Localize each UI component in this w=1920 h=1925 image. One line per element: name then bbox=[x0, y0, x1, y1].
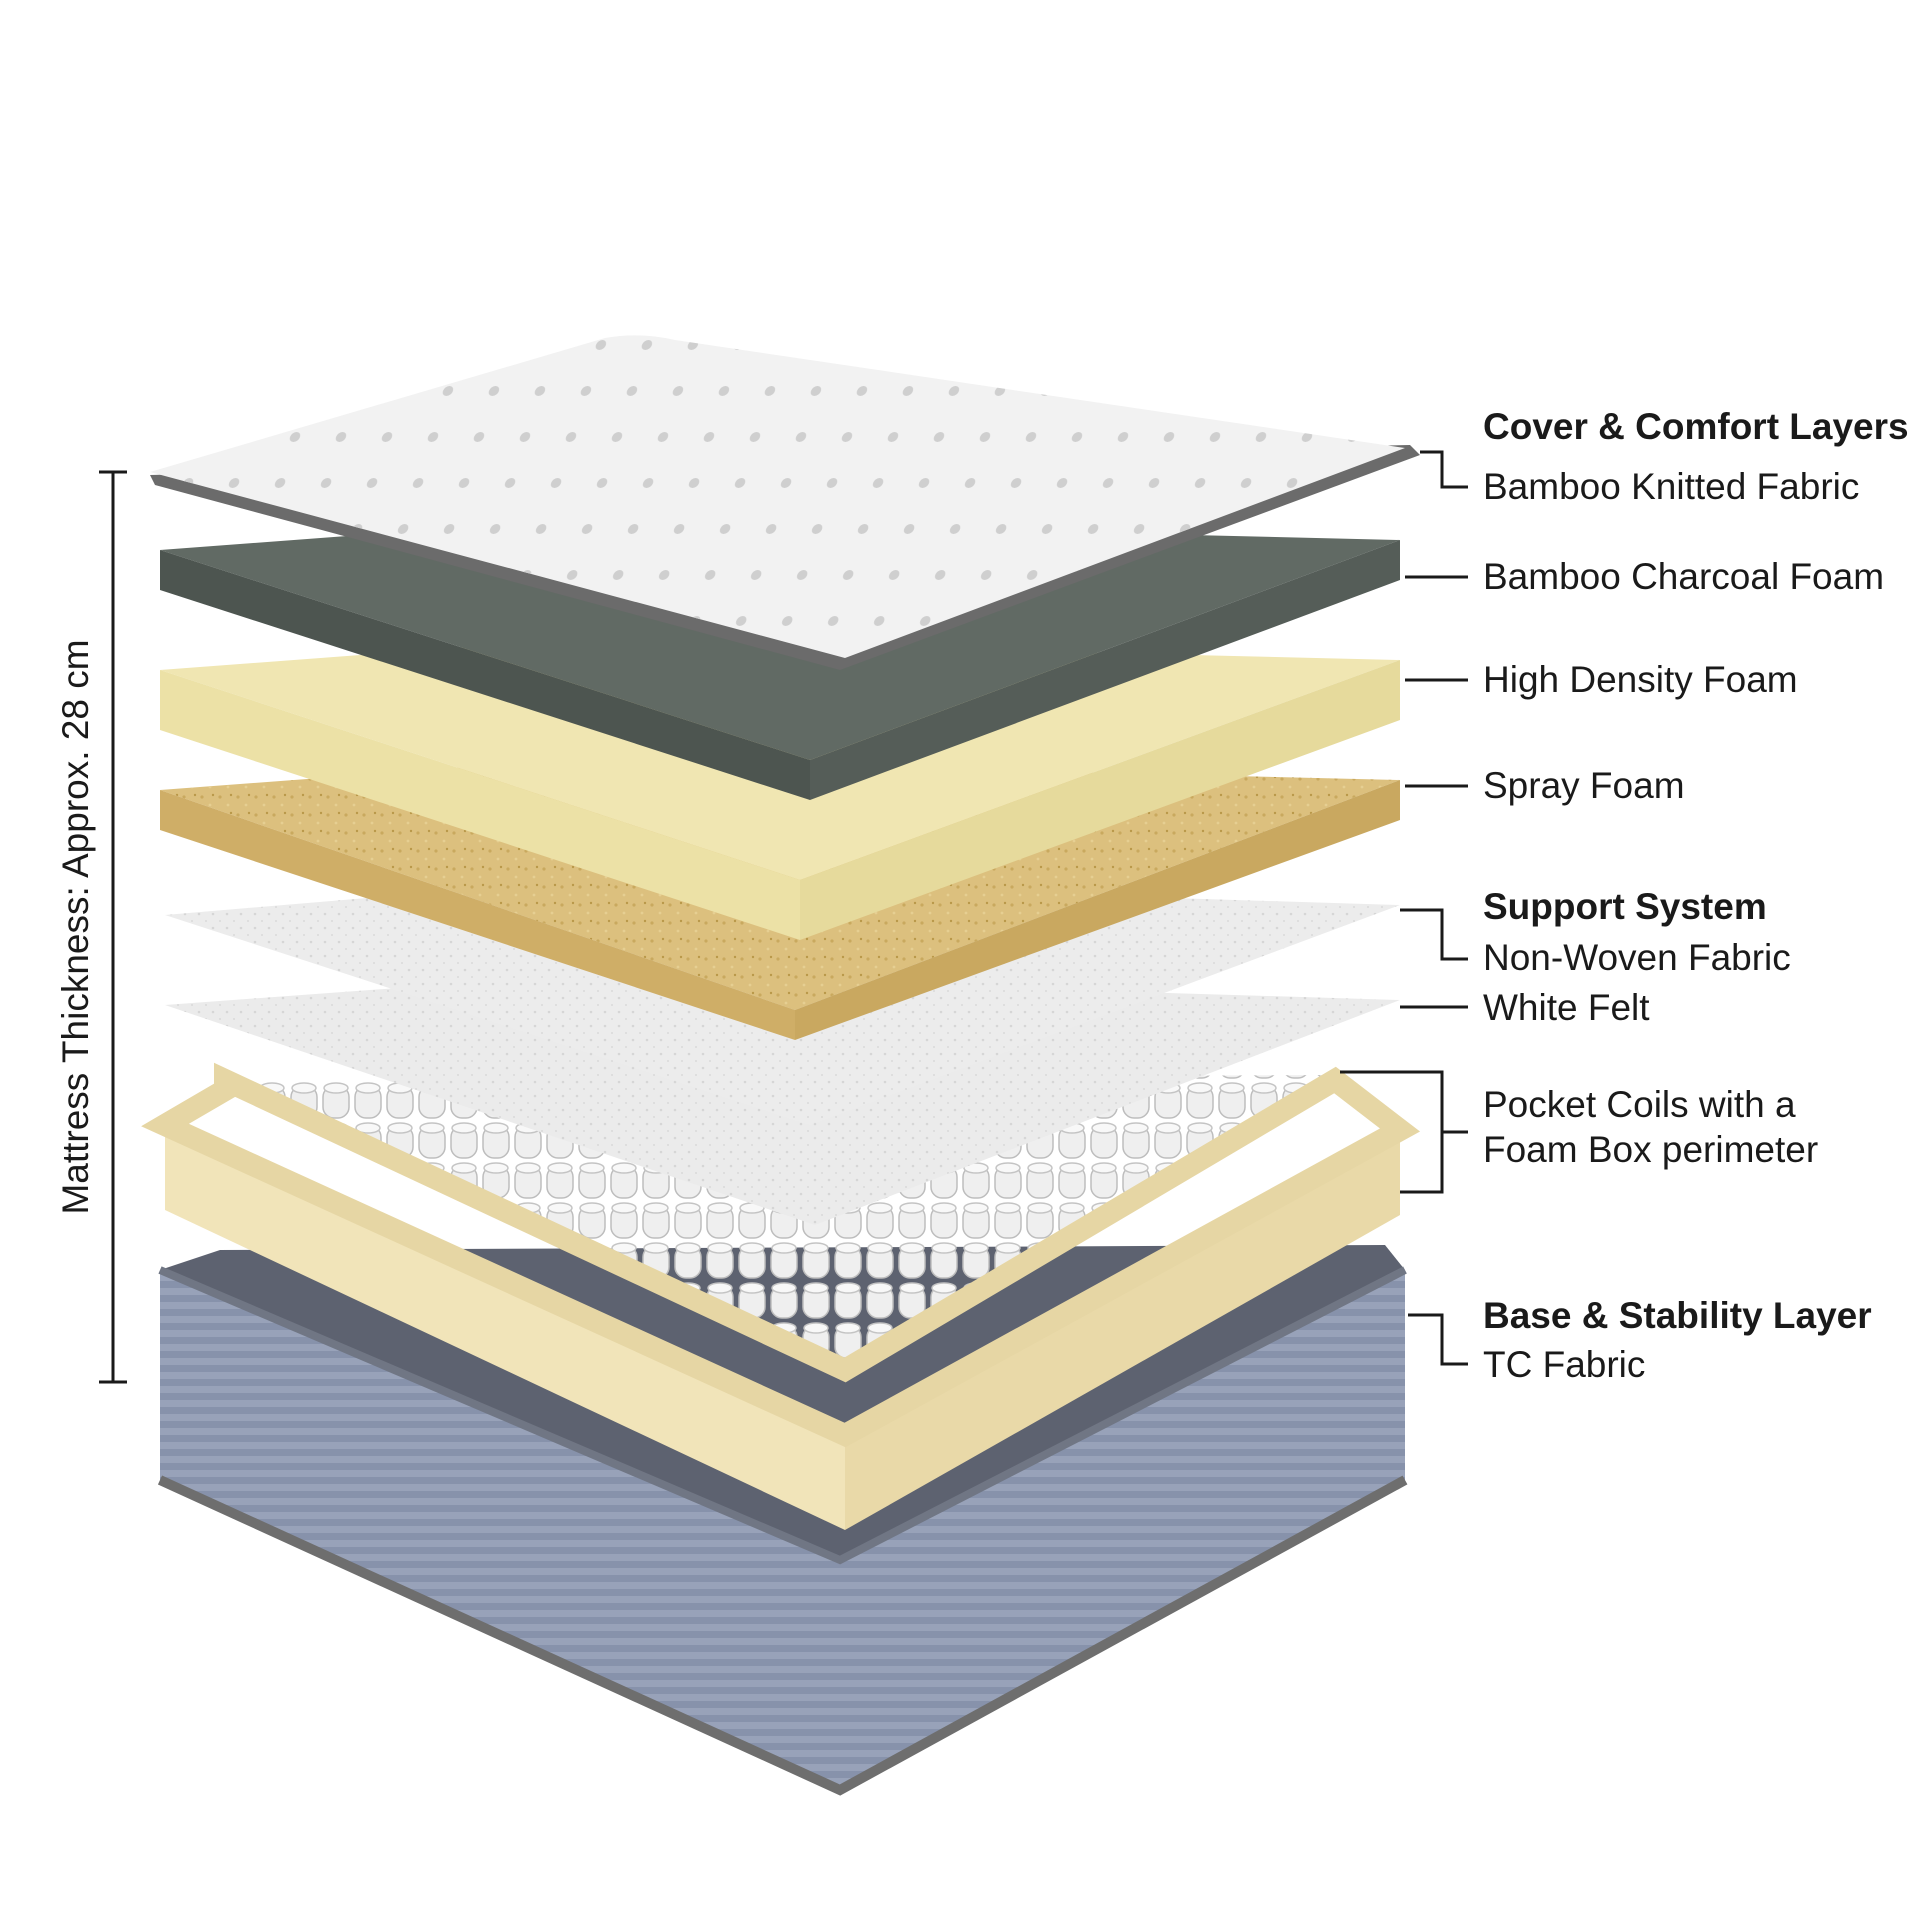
leader-tc-fabric bbox=[1408, 1313, 1468, 1366]
leader-non-woven bbox=[1400, 908, 1468, 961]
group-support-heading: Support System bbox=[1483, 886, 1767, 927]
label-bamboo-charcoal: Bamboo Charcoal Foam bbox=[1483, 556, 1884, 597]
coil-field bbox=[225, 1075, 1335, 1370]
thickness-label: Mattress Thickness: Approx. 28 cm bbox=[55, 639, 96, 1214]
leader-pocket-coils bbox=[1340, 1070, 1468, 1194]
label-spray-foam: Spray Foam bbox=[1483, 765, 1685, 806]
group-cover-heading: Cover & Comfort Layers bbox=[1483, 406, 1909, 447]
labels: Cover & Comfort Layers Bamboo Knitted Fa… bbox=[1340, 406, 1909, 1385]
leader-bamboo-knitted bbox=[1420, 450, 1468, 489]
base-top-edge bbox=[158, 1266, 1407, 1565]
base-bottom-edge bbox=[157, 1475, 1408, 1796]
label-pocket-coils-2: Foam Box perimeter bbox=[1483, 1129, 1818, 1170]
foam-box-right bbox=[845, 1130, 1400, 1530]
label-bamboo-knitted: Bamboo Knitted Fabric bbox=[1483, 466, 1859, 507]
label-high-density: High Density Foam bbox=[1483, 659, 1798, 700]
foam-box-left bbox=[165, 1125, 845, 1530]
group-base-heading: Base & Stability Layer bbox=[1483, 1295, 1872, 1336]
label-non-woven: Non-Woven Fabric bbox=[1483, 937, 1791, 978]
label-tc-fabric: TC Fabric bbox=[1483, 1344, 1645, 1385]
label-white-felt: White Felt bbox=[1483, 987, 1650, 1028]
cover-layer bbox=[150, 335, 1420, 670]
label-pocket-coils-1: Pocket Coils with a bbox=[1483, 1084, 1796, 1125]
base-left-side bbox=[160, 1270, 840, 1790]
pocket-coil-layer bbox=[141, 1062, 1421, 1530]
foam-box-rim bbox=[141, 1062, 1421, 1448]
thickness-dimension: Mattress Thickness: Approx. 28 cm bbox=[55, 470, 127, 1384]
base-right-side bbox=[840, 1270, 1405, 1790]
